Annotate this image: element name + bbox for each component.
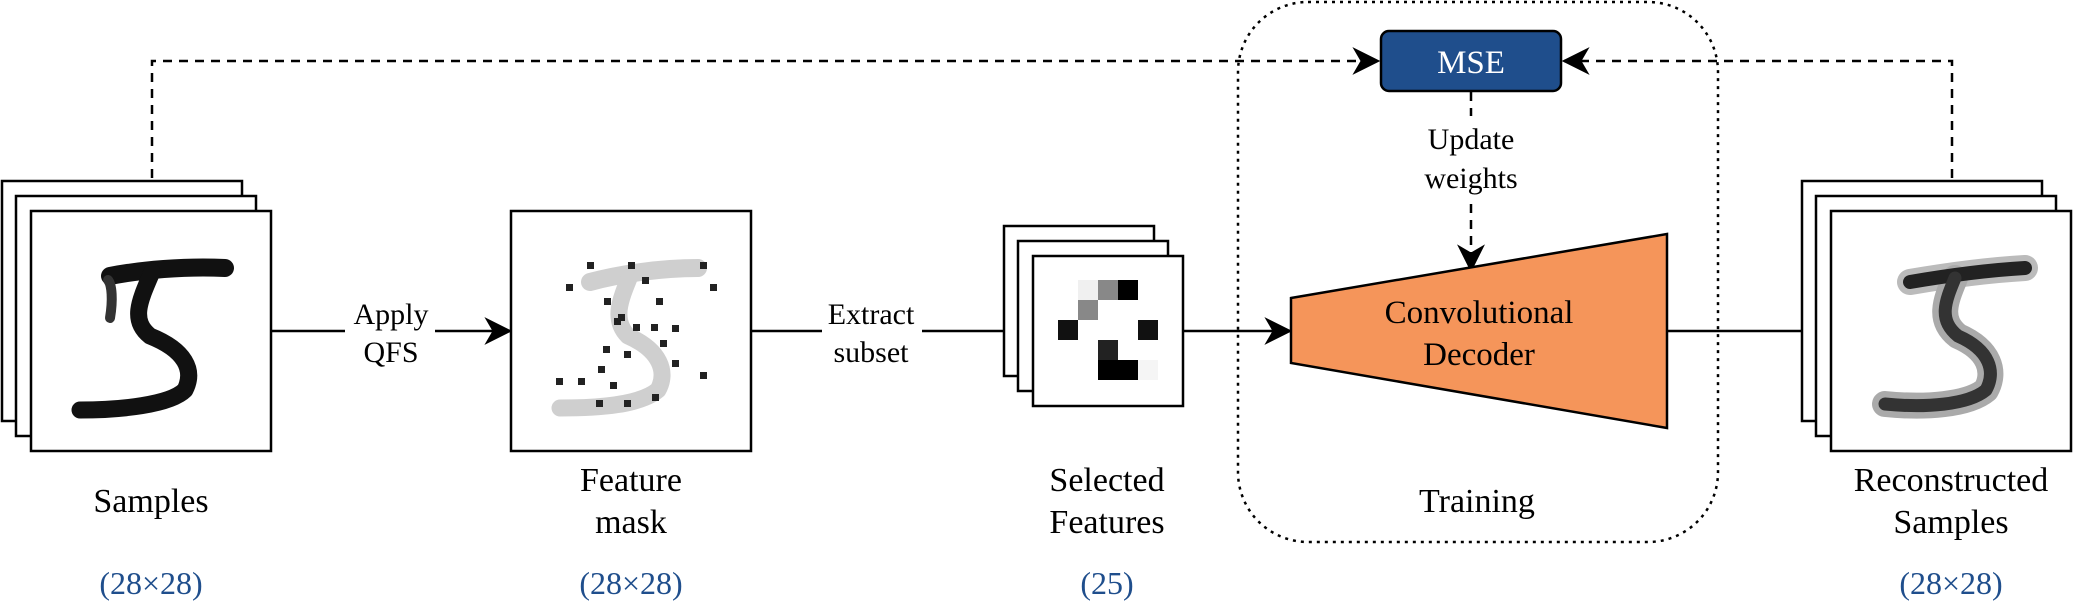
decoder-label-line2: Decoder [1423, 337, 1535, 373]
selected-features-label-line2: Features [1049, 504, 1164, 541]
training-region [1236, 0, 1720, 544]
feature-mask-box [509, 209, 753, 453]
feature-mask-dimension: (28×28) [579, 565, 682, 601]
samples-stack [0, 179, 273, 453]
selected-feature-grid [1058, 280, 1158, 380]
reconstructed-digit-image [1872, 255, 2038, 419]
extract-subset-label-line2: subset [834, 336, 910, 369]
feature-mask-label-line2: mask [595, 504, 667, 541]
reconstructed-label-line1: Reconstructed [1854, 462, 2049, 499]
extract-subset-label-line1: Extract [828, 298, 915, 331]
samples-label: Samples [93, 483, 208, 520]
mse-box [1379, 29, 1563, 93]
samples-dimension: (28×28) [99, 565, 202, 601]
apply-qfs-label-line2: QFS [363, 336, 418, 369]
selected-features-dimension: (25) [1080, 565, 1133, 601]
apply-qfs-label-line1: Apply [354, 298, 429, 331]
selected-features-stack [1002, 224, 1185, 408]
convolutional-decoder [1289, 232, 1669, 430]
reconstructed-dimension: (28×28) [1899, 565, 2002, 601]
training-label: Training [1419, 483, 1535, 520]
reconstructed-label-line2: Samples [1893, 504, 2008, 541]
selected-pixels [556, 262, 717, 407]
update-weights-label-line1: Update [1428, 123, 1515, 156]
mse-label: MSE [1437, 45, 1505, 81]
reconstructed-stack [1800, 179, 2073, 453]
decoder-label-line1: Convolutional [1385, 295, 1574, 331]
reconstructed-to-mse-line [1561, 47, 1954, 210]
digit-five-image [71, 258, 234, 419]
selected-features-label-line1: Selected [1049, 462, 1164, 499]
update-weights-label-line2: weights [1424, 162, 1517, 195]
samples-to-mse-line [150, 47, 1381, 210]
feature-mask-label-line1: Feature [580, 462, 682, 499]
